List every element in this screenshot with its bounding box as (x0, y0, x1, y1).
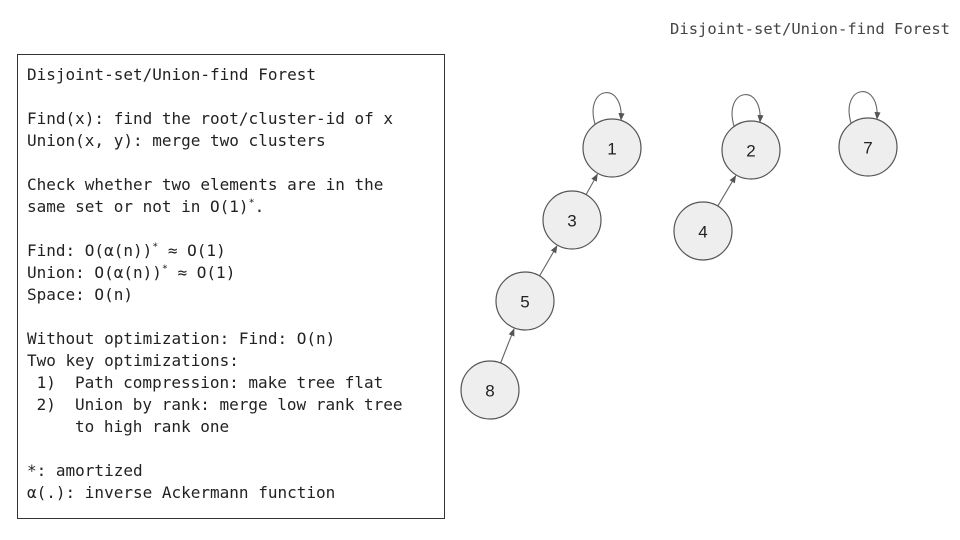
node-circle (542, 190, 602, 250)
union-complexity: Union: O(α(n))* ≈ O(1) (27, 262, 444, 284)
node-1: 1 (582, 118, 642, 178)
check-line-2-end: . (254, 197, 265, 216)
self-loop-7 (848, 91, 881, 124)
union-complexity-text: Union: O(α(n)) (27, 263, 162, 282)
node-label: 2 (746, 142, 755, 161)
edge-4-to-2 (717, 175, 737, 207)
node-circle (460, 360, 520, 420)
footnote-amortized: *: amortized (27, 461, 143, 480)
node-circle (721, 120, 781, 180)
node-8: 8 (460, 360, 520, 420)
edge-5-to-3 (539, 245, 558, 277)
footnote-inverse-ackermann: α(.): inverse Ackermann function (27, 483, 336, 502)
node-label: 8 (485, 382, 494, 401)
node-3: 3 (542, 190, 602, 250)
find-complexity-text: Find: O(α(n)) (27, 241, 153, 260)
optimization-item-path-compression: 1) Path compression: make tree flat (27, 372, 444, 394)
space-complexity: Space: O(n) (27, 285, 133, 304)
node-label: 7 (863, 139, 872, 158)
list-number: 2) (27, 395, 56, 414)
edges-layer (500, 91, 881, 364)
panel-heading: Disjoint-set/Union-find Forest (27, 65, 316, 84)
amortized-marker: * (248, 197, 255, 209)
node-7: 7 (838, 117, 898, 177)
slide-title: Disjoint-set/Union-find Forest (670, 20, 950, 38)
node-circle (495, 271, 555, 331)
amortized-marker: * (152, 241, 159, 253)
description-panel: Disjoint-set/Union-find Forest Find(x): … (17, 54, 445, 519)
union-complexity-approx: ≈ O(1) (167, 263, 236, 282)
without-optimization: Without optimization: Find: O(n) (27, 329, 336, 348)
edge-8-to-5 (500, 328, 515, 364)
find-complexity-approx: ≈ O(1) (158, 241, 226, 260)
node-4: 4 (673, 201, 733, 261)
key-optimizations-heading: Two key optimizations: (27, 351, 239, 370)
find-complexity: Find: O(α(n))* ≈ O(1) (27, 240, 444, 262)
node-2: 2 (721, 120, 781, 180)
node-circle (838, 117, 898, 177)
check-line-1: Check whether two elements are in the (27, 175, 384, 194)
find-definition: Find(x): find the root/cluster-id of x (27, 109, 394, 128)
node-5: 5 (495, 271, 555, 331)
edge-3-to-1 (585, 173, 598, 195)
node-label: 4 (698, 223, 707, 242)
node-circle (673, 201, 733, 261)
list-number: 1) (27, 373, 56, 392)
check-line-2-text: same set or not in O(1) (27, 197, 249, 216)
list-text: Union by rank: merge low rank tree to hi… (75, 395, 403, 436)
union-definition: Union(x, y): merge two clusters (27, 131, 326, 150)
node-circle (582, 118, 642, 178)
node-label: 3 (567, 212, 576, 231)
amortized-marker: * (161, 263, 168, 275)
self-loop-1 (592, 92, 625, 125)
list-text: Path compression: make tree flat (75, 373, 384, 392)
node-label: 1 (607, 140, 616, 159)
check-line-2: same set or not in O(1)*. (27, 196, 444, 218)
node-label: 5 (520, 293, 529, 312)
optimization-item-union-by-rank: 2) Union by rank: merge low rank tree to… (27, 394, 444, 438)
self-loop-2 (731, 94, 764, 127)
nodes-layer: 1 2 7 3 4 5 8 (460, 117, 898, 420)
